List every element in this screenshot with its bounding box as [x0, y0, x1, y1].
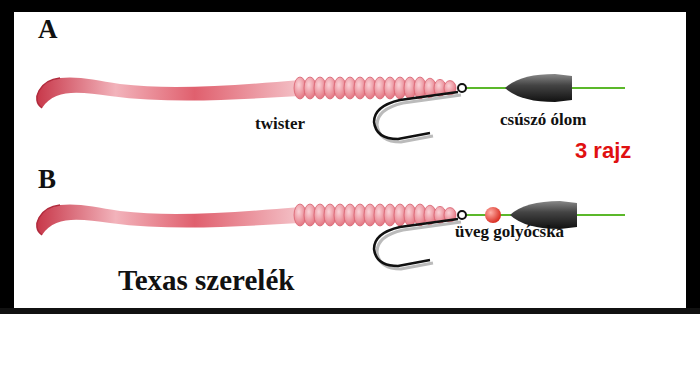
frame — [0, 0, 14, 312]
hook — [374, 219, 458, 266]
rig-b — [37, 201, 625, 269]
caption: Texas szerelék — [118, 264, 294, 297]
lower-panel — [0, 314, 700, 380]
part-label: csúszó ólom — [500, 110, 586, 130]
hook-eye — [458, 84, 466, 92]
figure-letter: B — [38, 164, 56, 195]
hook — [374, 92, 458, 139]
part-label: twister — [255, 114, 305, 134]
frame — [686, 0, 700, 312]
rig-a — [37, 74, 625, 142]
frame — [0, 0, 700, 12]
twister-tail — [37, 77, 300, 108]
twister-tail — [37, 204, 300, 235]
frame — [0, 308, 700, 314]
part-label: üveg golyócska — [455, 222, 564, 242]
glass-bead — [485, 207, 501, 223]
figure-letter: A — [38, 14, 58, 45]
bullet-sinker — [505, 74, 572, 102]
hook-eye — [458, 211, 466, 219]
figure-number: 3 rajz — [575, 138, 631, 164]
